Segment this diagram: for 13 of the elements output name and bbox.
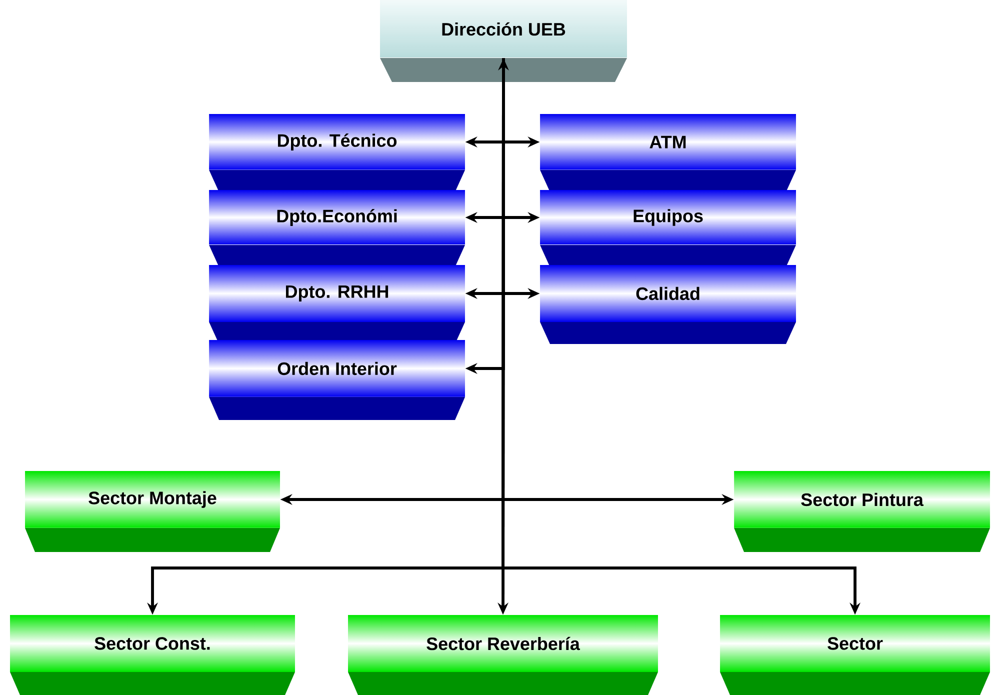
department-box: Dpto.Económi [209, 190, 465, 267]
department-box: Orden Interior [209, 340, 465, 420]
department-box: Calidad [540, 264, 796, 344]
card-box: Dirección UEB [380, 0, 628, 82]
sector-box: Sector Reverbería [348, 614, 658, 695]
sector-box: Sector Montaje [25, 471, 280, 552]
sector-box: Sector [720, 614, 990, 695]
sector-box: Sector Const. [10, 614, 295, 695]
department-box: Dpto. Técnico [209, 114, 465, 192]
department-box: ATM [540, 114, 796, 192]
sector-box: Sector Pintura [734, 471, 990, 552]
department-box: Equipos [540, 190, 796, 267]
department-box: Dpto. RRHH [209, 264, 465, 344]
